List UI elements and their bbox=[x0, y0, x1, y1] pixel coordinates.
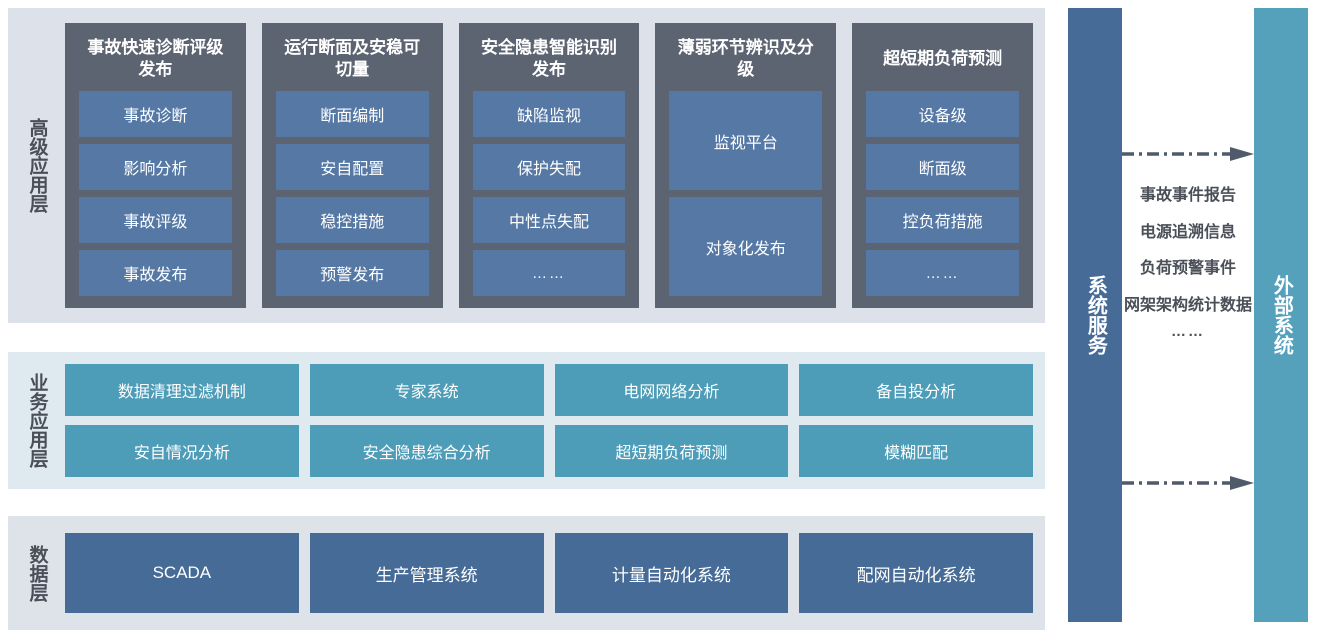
adv-column-weak-link-grading[interactable]: 薄弱环节辨识及分级 监视平台 对象化发布 bbox=[655, 23, 837, 308]
data-layer-items: SCADA 生产管理系统 计量自动化系统 配网自动化系统 bbox=[65, 516, 1045, 630]
adv-item[interactable]: 保护失配 bbox=[472, 144, 626, 190]
adv-column-title: 超短期负荷预测 bbox=[883, 49, 1003, 69]
adv-column-title: 事故快速诊断评级发布 bbox=[87, 38, 224, 79]
data-item[interactable]: 生产管理系统 bbox=[309, 533, 544, 613]
flow-arrow-bottom-icon bbox=[1122, 476, 1254, 490]
business-item[interactable]: 备自投分析 bbox=[799, 364, 1033, 416]
data-layer: 数据层 SCADA 生产管理系统 计量自动化系统 配网自动化系统 bbox=[8, 516, 1045, 630]
adv-item[interactable]: 事故评级 bbox=[79, 197, 232, 243]
adv-column-ultra-short-term-load[interactable]: 超短期负荷预测 设备级 断面级 控负荷措施 …… bbox=[852, 23, 1033, 308]
flow-label-ellipsis: …… bbox=[1171, 323, 1205, 341]
data-item[interactable]: SCADA bbox=[65, 533, 299, 613]
business-item[interactable]: 电网网络分析 bbox=[554, 364, 789, 416]
system-service-bar[interactable]: 系统服务 bbox=[1068, 8, 1122, 622]
flow-arrow-top-icon bbox=[1122, 147, 1254, 161]
adv-column-accident-diagnosis[interactable]: 事故快速诊断评级发布 事故诊断 影响分析 事故评级 事故发布 bbox=[65, 23, 246, 308]
adv-item[interactable]: 事故发布 bbox=[79, 250, 232, 296]
adv-column-items: 事故诊断 影响分析 事故评级 事故发布 bbox=[79, 91, 232, 296]
advanced-application-columns: 事故快速诊断评级发布 事故诊断 影响分析 事故评级 事故发布 运行断面及安稳可切… bbox=[65, 8, 1045, 323]
adv-column-items: 缺陷监视 保护失配 中性点失配 …… bbox=[472, 91, 626, 296]
business-item[interactable]: 超短期负荷预测 bbox=[554, 425, 789, 477]
advanced-application-layer: 高级应用层 事故快速诊断评级发布 事故诊断 影响分析 事故评级 事故发布 运行断… bbox=[8, 8, 1045, 323]
business-item[interactable]: 专家系统 bbox=[309, 364, 544, 416]
adv-item[interactable]: 监视平台 bbox=[669, 91, 823, 190]
external-system-bar[interactable]: 外部系统 bbox=[1254, 8, 1308, 622]
adv-item[interactable]: 设备级 bbox=[866, 91, 1019, 137]
flow-area: 事故事件报告 电源追溯信息 负荷预警事件 网架架构统计数据 …… bbox=[1122, 8, 1254, 622]
data-item[interactable]: 配网自动化系统 bbox=[799, 533, 1033, 613]
adv-item[interactable]: 断面编制 bbox=[275, 91, 429, 137]
business-item[interactable]: 数据清理过滤机制 bbox=[65, 364, 299, 416]
adv-item[interactable]: 稳控措施 bbox=[275, 197, 429, 243]
data-layer-label: 数据层 bbox=[26, 544, 48, 602]
layer-stack: 高级应用层 事故快速诊断评级发布 事故诊断 影响分析 事故评级 事故发布 运行断… bbox=[8, 8, 1045, 630]
adv-column-items: 监视平台 对象化发布 bbox=[669, 91, 823, 296]
flow-label: 网架架构统计数据 bbox=[1123, 296, 1252, 314]
advanced-application-layer-label: 高级应用层 bbox=[26, 118, 48, 213]
flow-label-list: 事故事件报告 电源追溯信息 负荷预警事件 网架架构统计数据 …… bbox=[1122, 186, 1254, 339]
adv-item-ellipsis[interactable]: …… bbox=[866, 250, 1019, 296]
adv-column-items: 设备级 断面级 控负荷措施 …… bbox=[866, 91, 1019, 296]
adv-column-title: 薄弱环节辨识及分级 bbox=[677, 38, 814, 79]
business-application-layer-label: 业务应用层 bbox=[26, 373, 48, 468]
business-item[interactable]: 安全隐患综合分析 bbox=[309, 425, 544, 477]
flow-label: 负荷预警事件 bbox=[1139, 260, 1236, 278]
flow-label: 事故事件报告 bbox=[1139, 187, 1236, 204]
adv-item[interactable]: 影响分析 bbox=[79, 144, 232, 190]
adv-item[interactable]: 对象化发布 bbox=[669, 197, 823, 296]
adv-item[interactable]: 事故诊断 bbox=[79, 91, 232, 137]
business-item[interactable]: 安自情况分析 bbox=[65, 425, 299, 477]
adv-item[interactable]: 中性点失配 bbox=[472, 197, 626, 243]
flow-label: 电源追溯信息 bbox=[1139, 223, 1236, 241]
adv-column-items: 断面编制 安自配置 稳控措施 预警发布 bbox=[275, 91, 429, 296]
data-item[interactable]: 计量自动化系统 bbox=[554, 533, 789, 613]
adv-column-title: 安全隐患智能识别发布 bbox=[480, 38, 617, 79]
adv-column-hazard-identification[interactable]: 安全隐患智能识别发布 缺陷监视 保护失配 中性点失配 …… bbox=[458, 23, 640, 308]
adv-column-section-stability[interactable]: 运行断面及安稳可切量 断面编制 安自配置 稳控措施 预警发布 bbox=[261, 23, 443, 308]
business-item[interactable]: 模糊匹配 bbox=[799, 425, 1033, 477]
adv-item[interactable]: 安自配置 bbox=[275, 144, 429, 190]
adv-item[interactable]: 缺陷监视 bbox=[472, 91, 626, 137]
adv-column-title: 运行断面及安稳可切量 bbox=[284, 38, 421, 79]
business-application-items: 数据清理过滤机制 专家系统 电网网络分析 备自投分析 安自情况分析 安全隐患综合… bbox=[65, 352, 1045, 489]
adv-item[interactable]: 预警发布 bbox=[275, 250, 429, 296]
adv-item[interactable]: 断面级 bbox=[866, 144, 1019, 190]
adv-item[interactable]: 控负荷措施 bbox=[866, 197, 1019, 243]
adv-item-ellipsis[interactable]: …… bbox=[472, 250, 626, 296]
business-application-layer: 业务应用层 数据清理过滤机制 专家系统 电网网络分析 备自投分析 安自情况分析 … bbox=[8, 352, 1045, 489]
